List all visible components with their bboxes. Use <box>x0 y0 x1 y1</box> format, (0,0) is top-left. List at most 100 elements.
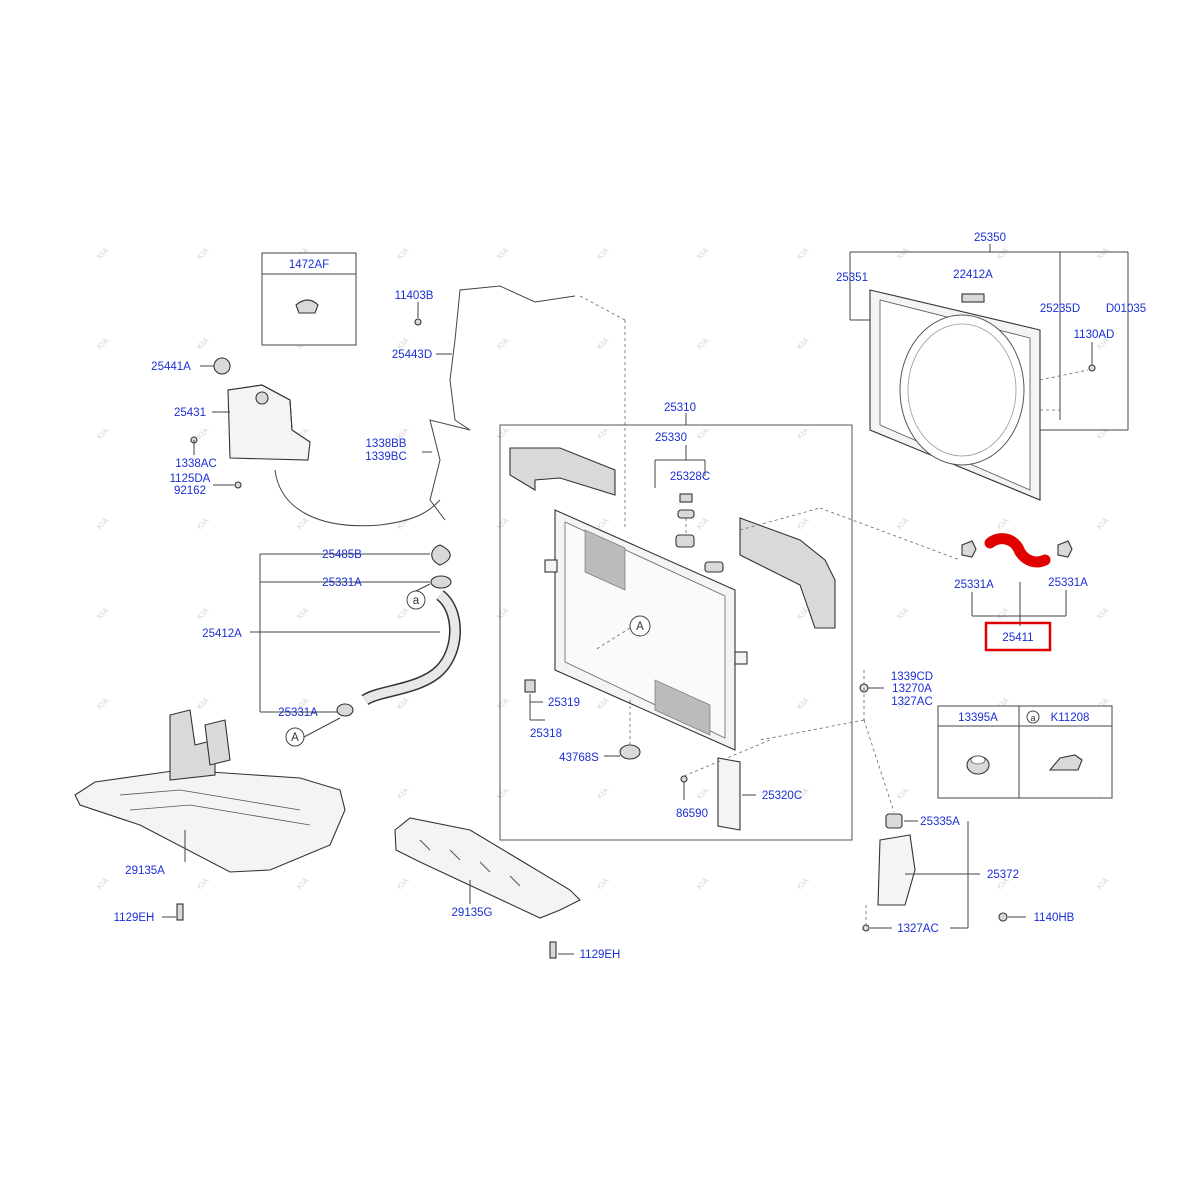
label-25331A-4[interactable]: 25331A <box>1048 577 1088 589</box>
label-25372[interactable]: 25372 <box>987 869 1019 881</box>
ref-marker-A-radiator <box>629 615 651 637</box>
fan-shroud-group[interactable] <box>869 289 1041 501</box>
watermark-text: KIA <box>395 875 411 891</box>
label-25310[interactable]: 25310 <box>664 402 696 414</box>
label-1339CD[interactable]: 1339CD <box>891 671 933 683</box>
watermark-text: KIA <box>795 335 811 351</box>
ref-marker-A-bottom-text: A <box>291 732 299 744</box>
watermark-text: KIA <box>195 515 211 531</box>
watermark-text: KIA <box>695 515 711 531</box>
label-25431[interactable]: 25431 <box>174 407 206 419</box>
hose-clamp-left <box>961 540 977 558</box>
skid-plate-29135G[interactable] <box>394 817 581 959</box>
label-D01035[interactable]: D01035 <box>1106 303 1146 315</box>
watermark-text: KIA <box>95 335 111 351</box>
watermark-text: KIA <box>995 605 1011 621</box>
watermark-text: KIA <box>495 515 511 531</box>
clip-22412A <box>961 293 985 303</box>
watermark-text: KIA <box>995 515 1011 531</box>
label-25320C[interactable]: 25320C <box>762 790 802 802</box>
label-1327AC-2[interactable]: 1327AC <box>897 923 939 935</box>
label-25331A-3[interactable]: 25331A <box>954 579 994 591</box>
label-25235D[interactable]: 25235D <box>1040 303 1080 315</box>
watermark-text: KIA <box>95 515 111 531</box>
watermark-text: KIA <box>395 245 411 261</box>
label-1339BC[interactable]: 1339BC <box>365 451 407 463</box>
label-25330[interactable]: 25330 <box>655 432 687 444</box>
radiator-cap <box>675 534 695 548</box>
radiator-assembly-box <box>499 424 853 841</box>
watermark-text: KIA <box>895 245 911 261</box>
watermark-text: KIA <box>395 695 411 711</box>
watermark-text: KIA <box>895 515 911 531</box>
label-25319[interactable]: 25319 <box>548 697 580 709</box>
legend-K11208: K11208 <box>1051 712 1090 724</box>
label-11403B[interactable]: 11403B <box>395 290 434 302</box>
label-1125DA[interactable]: 1125DA <box>170 473 211 485</box>
label-25350[interactable]: 25350 <box>974 232 1006 244</box>
skid-plate-29135A[interactable] <box>74 709 346 921</box>
clip-box-label: 1472AF <box>289 259 329 271</box>
legend-ref-a: a <box>1030 713 1035 723</box>
watermark-text: KIA <box>795 425 811 441</box>
label-25351[interactable]: 25351 <box>836 272 868 284</box>
label-29135A[interactable]: 29135A <box>125 865 165 877</box>
label-25328C[interactable]: 25328C <box>670 471 710 483</box>
label-25441A[interactable]: 25441A <box>151 361 191 373</box>
clip-box-1472AF[interactable]: 1472AF <box>261 252 357 346</box>
lower-hose-group[interactable] <box>336 544 461 717</box>
label-43768S[interactable]: 43768S <box>559 752 599 764</box>
label-22412A[interactable]: 22412A <box>953 269 993 281</box>
label-25411[interactable]: 25411 <box>1002 632 1033 644</box>
label-25318[interactable]: 25318 <box>530 728 562 740</box>
air-guard-side <box>739 517 836 629</box>
watermark-text: KIA <box>795 695 811 711</box>
watermark-text: KIA <box>1095 605 1111 621</box>
label-25443D[interactable]: 25443D <box>392 349 432 361</box>
label-25331A-2[interactable]: 25331A <box>278 707 318 719</box>
watermark-text: KIA <box>595 875 611 891</box>
watermark-text: KIA <box>495 245 511 261</box>
watermark-text: KIA <box>895 785 911 801</box>
label-1129EH-1[interactable]: 1129EH <box>114 912 155 924</box>
watermark-text: KIA <box>595 335 611 351</box>
label-86590[interactable]: 86590 <box>676 808 708 820</box>
mount-bracket-group[interactable] <box>862 813 1008 932</box>
label-25335A[interactable]: 25335A <box>920 816 960 828</box>
watermark-text: KIA <box>795 515 811 531</box>
label-1327AC-1[interactable]: 1327AC <box>891 696 933 708</box>
label-1130AD[interactable]: 1130AD <box>1074 329 1115 341</box>
clip-icon <box>295 299 319 314</box>
watermark-text: KIA <box>295 875 311 891</box>
watermark-text: KIA <box>1095 515 1111 531</box>
label-1129EH-2[interactable]: 1129EH <box>580 949 621 961</box>
watermark-text: KIA <box>695 335 711 351</box>
ref-marker-A-radiator-text: A <box>636 621 644 633</box>
watermark-text: KIA <box>95 875 111 891</box>
reservoir-group[interactable] <box>190 357 311 489</box>
watermark-text: KIA <box>95 425 111 441</box>
upper-hose-25411[interactable] <box>961 533 1073 568</box>
watermark-text: KIA <box>395 785 411 801</box>
watermark-text: KIA <box>95 605 111 621</box>
watermark-text: KIA <box>195 695 211 711</box>
watermark-text: KIA <box>295 515 311 531</box>
watermark-text: KIA <box>495 785 511 801</box>
label-1338BB[interactable]: 1338BB <box>366 438 407 450</box>
label-25331A-1[interactable]: 25331A <box>322 577 362 589</box>
watermark-text: KIA <box>495 695 511 711</box>
watermark-text: KIA <box>1095 875 1111 891</box>
legend-box: 13395A a K11208 <box>937 705 1113 799</box>
label-25412A[interactable]: 25412A <box>202 628 242 640</box>
watermark-text: KIA <box>495 425 511 441</box>
label-1338AC[interactable]: 1338AC <box>175 458 217 470</box>
label-13270A[interactable]: 13270A <box>892 683 932 695</box>
label-92162[interactable]: 92162 <box>174 485 206 497</box>
watermark-text: KIA <box>195 875 211 891</box>
highlight-box-25411 <box>984 621 1052 652</box>
label-25485B[interactable]: 25485B <box>322 549 362 561</box>
watermark-text: KIA <box>695 245 711 261</box>
label-1140HB[interactable]: 1140HB <box>1034 912 1075 924</box>
label-29135G[interactable]: 29135G <box>452 907 493 919</box>
